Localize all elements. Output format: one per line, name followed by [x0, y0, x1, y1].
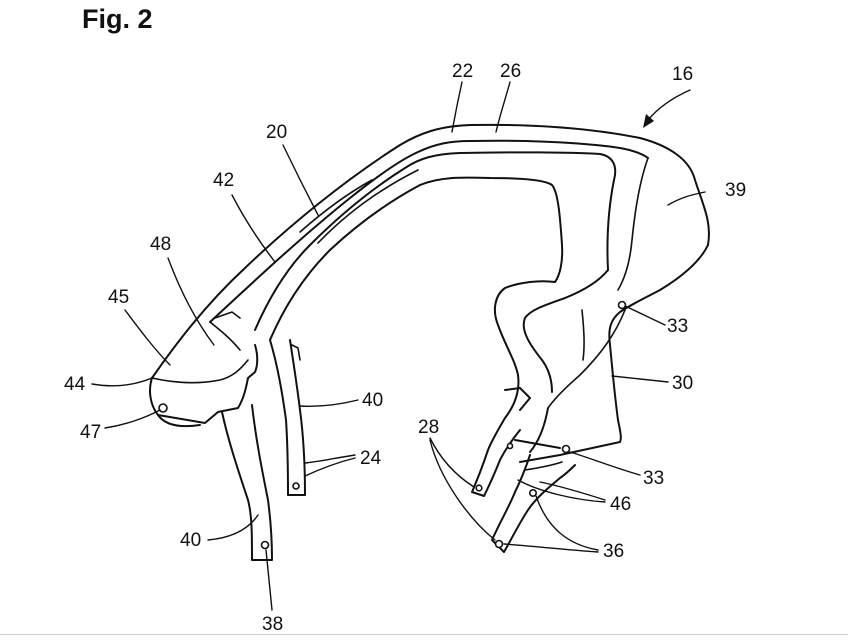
leader-47	[104, 409, 161, 429]
label-33-upper: 33	[667, 316, 688, 337]
beam-rib-line-2	[299, 179, 373, 233]
left-leg-outer	[221, 404, 273, 561]
leader-40-left	[207, 514, 259, 541]
reference-numerals: 16 22 26 20 42 39 48 45 33 44 30 40 28 4…	[64, 61, 746, 635]
label-40-left: 40	[180, 530, 201, 551]
label-24: 24	[360, 448, 382, 469]
leader-36-a	[535, 495, 599, 551]
right-legs	[471, 417, 576, 553]
label-38: 38	[262, 614, 283, 635]
assembly-arrow	[643, 89, 691, 128]
label-46: 46	[610, 494, 631, 515]
hole-24	[292, 482, 300, 490]
leader-30	[611, 375, 669, 383]
left-legs	[221, 339, 306, 561]
side-panel-inner-fold	[522, 269, 609, 393]
right-side-panel	[493, 157, 709, 463]
leader-42	[231, 194, 276, 263]
front-beam-inner-edge	[269, 176, 564, 341]
label-28: 28	[418, 417, 439, 438]
front-end-upper-crease	[209, 321, 241, 351]
leader-45	[124, 309, 171, 366]
leader-26	[495, 81, 511, 133]
right-leg-rear	[491, 454, 576, 553]
leader-33-lower	[569, 451, 641, 476]
hole-47	[158, 403, 168, 413]
label-36: 36	[603, 541, 624, 562]
arch-outer-edge	[151, 123, 710, 379]
leader-46-a	[539, 481, 606, 501]
leader-44	[91, 377, 153, 387]
beam-rib-line	[317, 169, 419, 244]
label-40-right: 40	[362, 390, 383, 411]
left-leg-inner	[269, 339, 306, 496]
side-panel-bottom	[514, 407, 561, 453]
label-48: 48	[150, 234, 171, 255]
label-39: 39	[725, 180, 746, 201]
leader-46-b	[517, 479, 606, 503]
bottom-divider	[0, 634, 848, 635]
arch-frame	[151, 123, 710, 379]
leader-39	[667, 191, 706, 206]
side-panel-crease	[547, 309, 626, 409]
leader-33-upper	[624, 305, 666, 326]
figure-title: Fig. 2	[82, 4, 153, 34]
label-20: 20	[266, 122, 287, 143]
side-panel-rib-2	[581, 309, 585, 361]
hole-38	[260, 540, 270, 550]
leader-24-b	[304, 457, 356, 477]
arrow-16-line	[647, 89, 691, 121]
hole-28-upper	[506, 442, 514, 450]
label-44: 44	[64, 374, 86, 395]
label-26: 26	[500, 61, 521, 82]
arch-top-surface-edge	[209, 139, 649, 323]
hole-46	[528, 488, 537, 497]
leader-lines	[91, 81, 706, 611]
leader-38	[265, 549, 273, 611]
hole-28	[475, 484, 483, 492]
label-47: 47	[80, 422, 101, 443]
label-16: 16	[672, 64, 693, 85]
left-leg-inner-flange	[291, 344, 301, 361]
side-panel-notch	[504, 387, 531, 411]
hole-36	[494, 539, 504, 549]
front-end-crease	[151, 359, 249, 384]
leader-22	[451, 81, 463, 133]
label-33-lower: 33	[643, 468, 664, 489]
leader-28-b	[429, 439, 496, 541]
left-front-end	[149, 311, 259, 428]
side-panel-front-edge	[493, 280, 556, 419]
leader-20	[282, 144, 319, 216]
hole-33-lower	[561, 444, 571, 454]
right-leg-front	[471, 417, 521, 497]
arch-inner-edge	[254, 151, 617, 331]
label-22: 22	[452, 61, 473, 82]
label-45: 45	[108, 287, 129, 308]
front-end-mark	[214, 311, 241, 319]
leader-40-right	[299, 399, 359, 407]
leader-28-a	[429, 437, 475, 488]
arrow-16-head	[643, 114, 654, 128]
leader-36-b	[503, 543, 599, 553]
side-panel-rib	[617, 157, 649, 291]
hole-33-upper	[617, 300, 627, 310]
leader-48	[167, 257, 215, 346]
side-panel-outer	[519, 244, 709, 463]
right-leg-rear-crease	[524, 461, 563, 471]
label-42: 42	[213, 170, 234, 191]
front-end-outline	[149, 344, 259, 424]
label-30: 30	[672, 373, 693, 394]
leader-24-a	[304, 454, 356, 464]
front-end-lower-edge	[157, 414, 201, 428]
